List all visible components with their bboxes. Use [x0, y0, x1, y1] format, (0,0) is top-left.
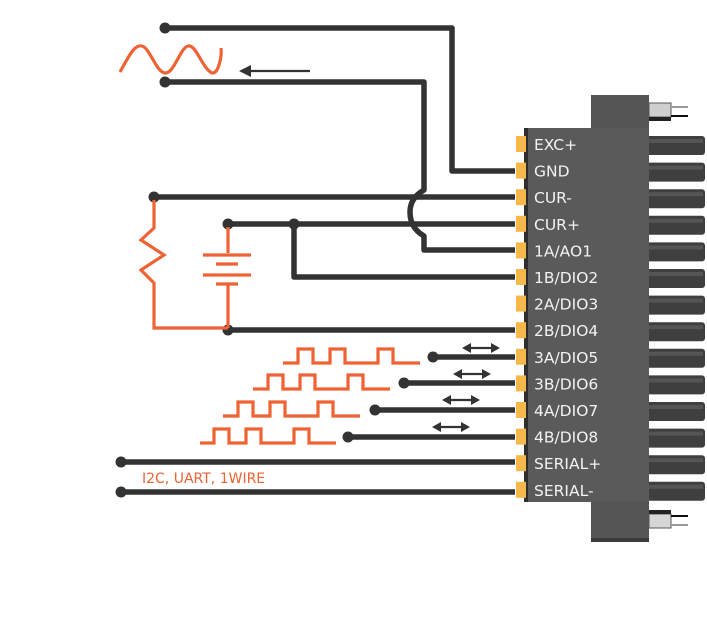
pin-label: CUR- — [534, 189, 572, 207]
pin-pad — [516, 481, 526, 498]
rear-pin-highlight — [647, 484, 703, 489]
rear-pin-highlight — [647, 139, 703, 143]
rear-pin-highlight — [647, 405, 703, 409]
rear-pin-highlight — [647, 351, 703, 356]
pin-pad — [516, 295, 526, 312]
pin-pad — [516, 348, 526, 365]
pin-label: 2B/DIO4 — [534, 322, 598, 340]
pin-label: 4A/DIO7 — [534, 402, 598, 420]
rear-pin-highlight — [647, 431, 703, 436]
rear-pin-highlight — [647, 192, 703, 197]
terminal-ao1 — [159, 76, 171, 88]
pin-label: 3A/DIO5 — [534, 349, 598, 367]
pin-labels: EXC+ GND CUR- CUR+ 1A/AO1 1B/DIO2 2A/DIO3 2B/DI… — [534, 136, 601, 500]
bidirectional-arrow-icon — [462, 343, 500, 353]
rear-pin-highlight — [647, 378, 703, 383]
rear-pin — [645, 322, 705, 342]
pin-label: CUR+ — [534, 216, 580, 234]
pin-label: 1A/AO1 — [534, 242, 592, 260]
rear-pin — [645, 455, 705, 475]
connector-body — [527, 128, 649, 502]
connector: EXC+ GND CUR- CUR+ 1A/AO1 1B/DIO2 2A/DIO3 2B/DI… — [516, 95, 705, 542]
connector-rear-pins — [645, 136, 705, 501]
wire-ao1 — [165, 79, 515, 253]
pin-pad — [516, 322, 526, 339]
signal-symbols: I2C, UART, 1WIRE — [118, 44, 420, 487]
serial-protocols-label: I2C, UART, 1WIRE — [142, 471, 265, 487]
bidirectional-arrow-icon — [432, 422, 470, 432]
sine-wave-icon — [118, 44, 223, 75]
junction-dio2 — [288, 218, 300, 230]
direction-arrows — [239, 65, 500, 432]
rear-pin — [645, 348, 705, 368]
bidirectional-arrow-icon — [453, 369, 491, 379]
pin-label: GND — [534, 163, 570, 181]
rear-pin-highlight — [647, 325, 703, 330]
pin-pad — [516, 455, 526, 472]
pin-label: SERIAL+ — [534, 455, 601, 473]
pin-label: 1B/DIO2 — [534, 269, 598, 287]
rear-pin — [645, 269, 705, 288]
bidirectional-arrow-icon — [442, 395, 480, 405]
rear-pin-highlight — [647, 218, 703, 223]
rear-pin-highlight — [647, 298, 703, 303]
square-wave-icon — [283, 347, 420, 365]
junction-cur-plus — [222, 218, 234, 230]
square-wave-icon — [200, 427, 336, 445]
pin-pads — [516, 136, 526, 498]
terminal-gnd — [159, 22, 171, 34]
junction-cur-minus — [148, 191, 160, 203]
square-wave-icon — [253, 373, 390, 391]
terminal-dio5 — [427, 351, 439, 363]
rear-pin — [645, 375, 705, 395]
wire-dio2 — [291, 224, 515, 280]
terminal-dio6 — [398, 377, 410, 389]
terminal-dio8 — [342, 431, 354, 443]
square-wave-icon — [223, 400, 360, 418]
pin-label: 2A/DIO3 — [534, 296, 598, 314]
terminal-serial-minus — [115, 486, 127, 498]
connector-body-edge — [524, 128, 528, 502]
pin-pad — [516, 269, 526, 285]
rear-pin — [645, 162, 705, 182]
rear-pin — [645, 215, 705, 235]
pin-pad — [516, 242, 526, 259]
pin-label: EXC+ — [534, 136, 577, 154]
pin-pad — [516, 375, 526, 392]
rear-pin — [645, 402, 705, 421]
pin-pad — [516, 189, 526, 206]
rear-pin-highlight — [647, 272, 703, 276]
pin-label: 4B/DIO8 — [534, 429, 598, 447]
rear-pin — [645, 295, 705, 315]
arrow-left-icon — [239, 65, 310, 77]
pin-pad — [516, 136, 526, 152]
mounting-screw-top — [648, 102, 688, 121]
wires — [115, 22, 515, 498]
terminal-dio7 — [369, 404, 381, 416]
pin-pad — [516, 428, 526, 445]
rear-pin — [645, 481, 705, 501]
rear-pin-highlight — [647, 245, 703, 250]
battery-icon — [203, 227, 251, 328]
rear-pin-highlight — [647, 458, 703, 463]
rear-pin — [645, 428, 705, 448]
pin-pad — [516, 215, 526, 232]
rear-pin-highlight — [647, 165, 703, 170]
connector-bottom-shadow — [591, 538, 649, 542]
rear-pin — [645, 189, 705, 209]
rear-pin — [645, 136, 705, 155]
pin-label: 3B/DIO6 — [534, 375, 598, 393]
rear-pin — [645, 242, 705, 262]
pin-label: SERIAL- — [534, 482, 594, 500]
pin-pad — [516, 162, 526, 179]
resistor-icon — [138, 200, 228, 330]
wire-gnd — [165, 25, 515, 174]
connector-bottom-tab — [591, 500, 649, 542]
pin-pad — [516, 402, 526, 418]
terminal-serial-plus — [115, 456, 127, 468]
mounting-screw-bottom — [648, 510, 688, 529]
